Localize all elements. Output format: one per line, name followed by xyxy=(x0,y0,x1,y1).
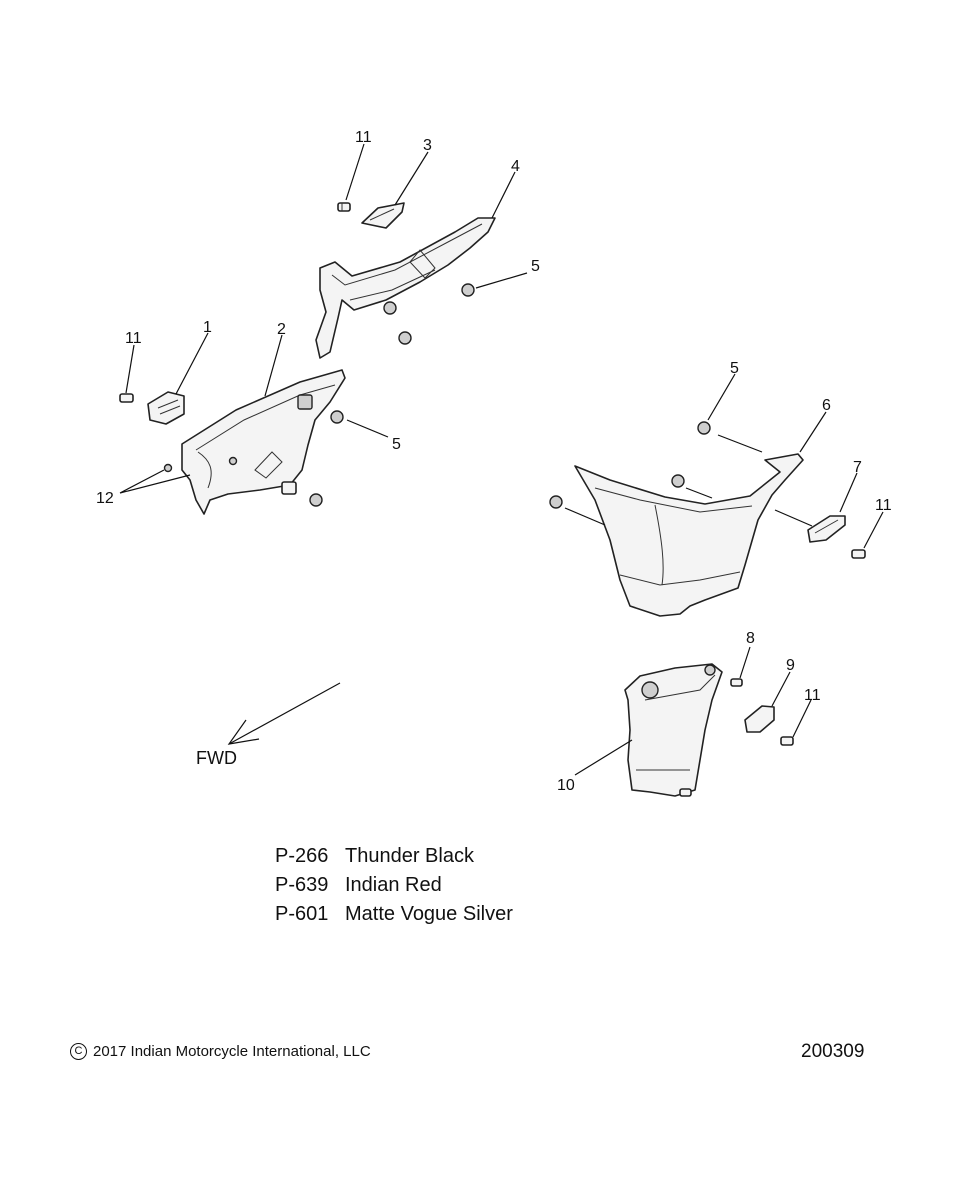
part-3-trim-cap xyxy=(361,202,405,229)
callout-2: 2 xyxy=(277,321,286,338)
paint-row: P-266 Thunder Black xyxy=(275,842,513,871)
part-8-screw xyxy=(730,678,743,687)
callout-5-upper: 5 xyxy=(531,258,540,275)
part-5-nut-b xyxy=(309,410,344,507)
callout-6: 6 xyxy=(822,397,831,414)
part-12-fasteners xyxy=(163,456,238,473)
callout-12: 12 xyxy=(96,490,114,507)
paint-name: Matte Vogue Silver xyxy=(345,903,513,925)
forward-arrow-icon xyxy=(227,682,341,745)
paint-row: P-601 Matte Vogue Silver xyxy=(275,900,513,929)
callout-5-left: 5 xyxy=(392,436,401,453)
callout-7: 7 xyxy=(853,459,862,476)
paint-code-table: P-266 Thunder Black P-639 Indian Red P-6… xyxy=(275,842,513,929)
fwd-label: FWD xyxy=(196,748,237,768)
callout-8: 8 xyxy=(746,630,755,647)
part-2-front-side-cover xyxy=(181,369,346,515)
paint-code: P-639 xyxy=(275,874,329,896)
part-11-screw-lower xyxy=(780,736,794,746)
part-11-screw-right xyxy=(851,549,866,559)
callout-10: 10 xyxy=(557,777,575,794)
drawing-number: 200309 xyxy=(801,1041,865,1062)
part-screw-bottom xyxy=(679,788,692,797)
callout-4: 4 xyxy=(511,158,520,175)
part-4-upper-side-cover xyxy=(315,217,496,359)
paint-code: P-601 xyxy=(275,903,329,925)
callout-11-top: 11 xyxy=(355,129,372,146)
paint-name: Thunder Black xyxy=(345,845,474,867)
part-6-side-cover xyxy=(574,453,804,617)
callout-11-left: 11 xyxy=(125,330,142,347)
callout-11-lower: 11 xyxy=(804,687,821,704)
paint-row: P-639 Indian Red xyxy=(275,871,513,900)
part-5-nut-a xyxy=(383,283,475,345)
paint-name: Indian Red xyxy=(345,874,442,896)
copyright-text: 2017 Indian Motorcycle International, LL… xyxy=(93,1043,371,1060)
part-10-lower-cover xyxy=(624,663,723,797)
callout-5-right: 5 xyxy=(730,360,739,377)
leader-lines xyxy=(119,143,884,776)
copyright-notice: C 2017 Indian Motorcycle International, … xyxy=(70,1043,371,1060)
copyright-icon: C xyxy=(70,1043,87,1060)
part-9-trim-cap xyxy=(744,705,775,733)
part-11-screw-left xyxy=(119,393,134,403)
part-7-trim-cap xyxy=(807,515,846,543)
part-1-trim-cap xyxy=(147,391,185,425)
callout-9: 9 xyxy=(786,657,795,674)
callout-1: 1 xyxy=(203,319,212,336)
paint-code: P-266 xyxy=(275,845,329,867)
callout-3: 3 xyxy=(423,137,432,154)
callout-11-right: 11 xyxy=(875,497,892,514)
part-5-nut-c xyxy=(549,421,711,509)
part-11-screw-top xyxy=(337,202,351,212)
